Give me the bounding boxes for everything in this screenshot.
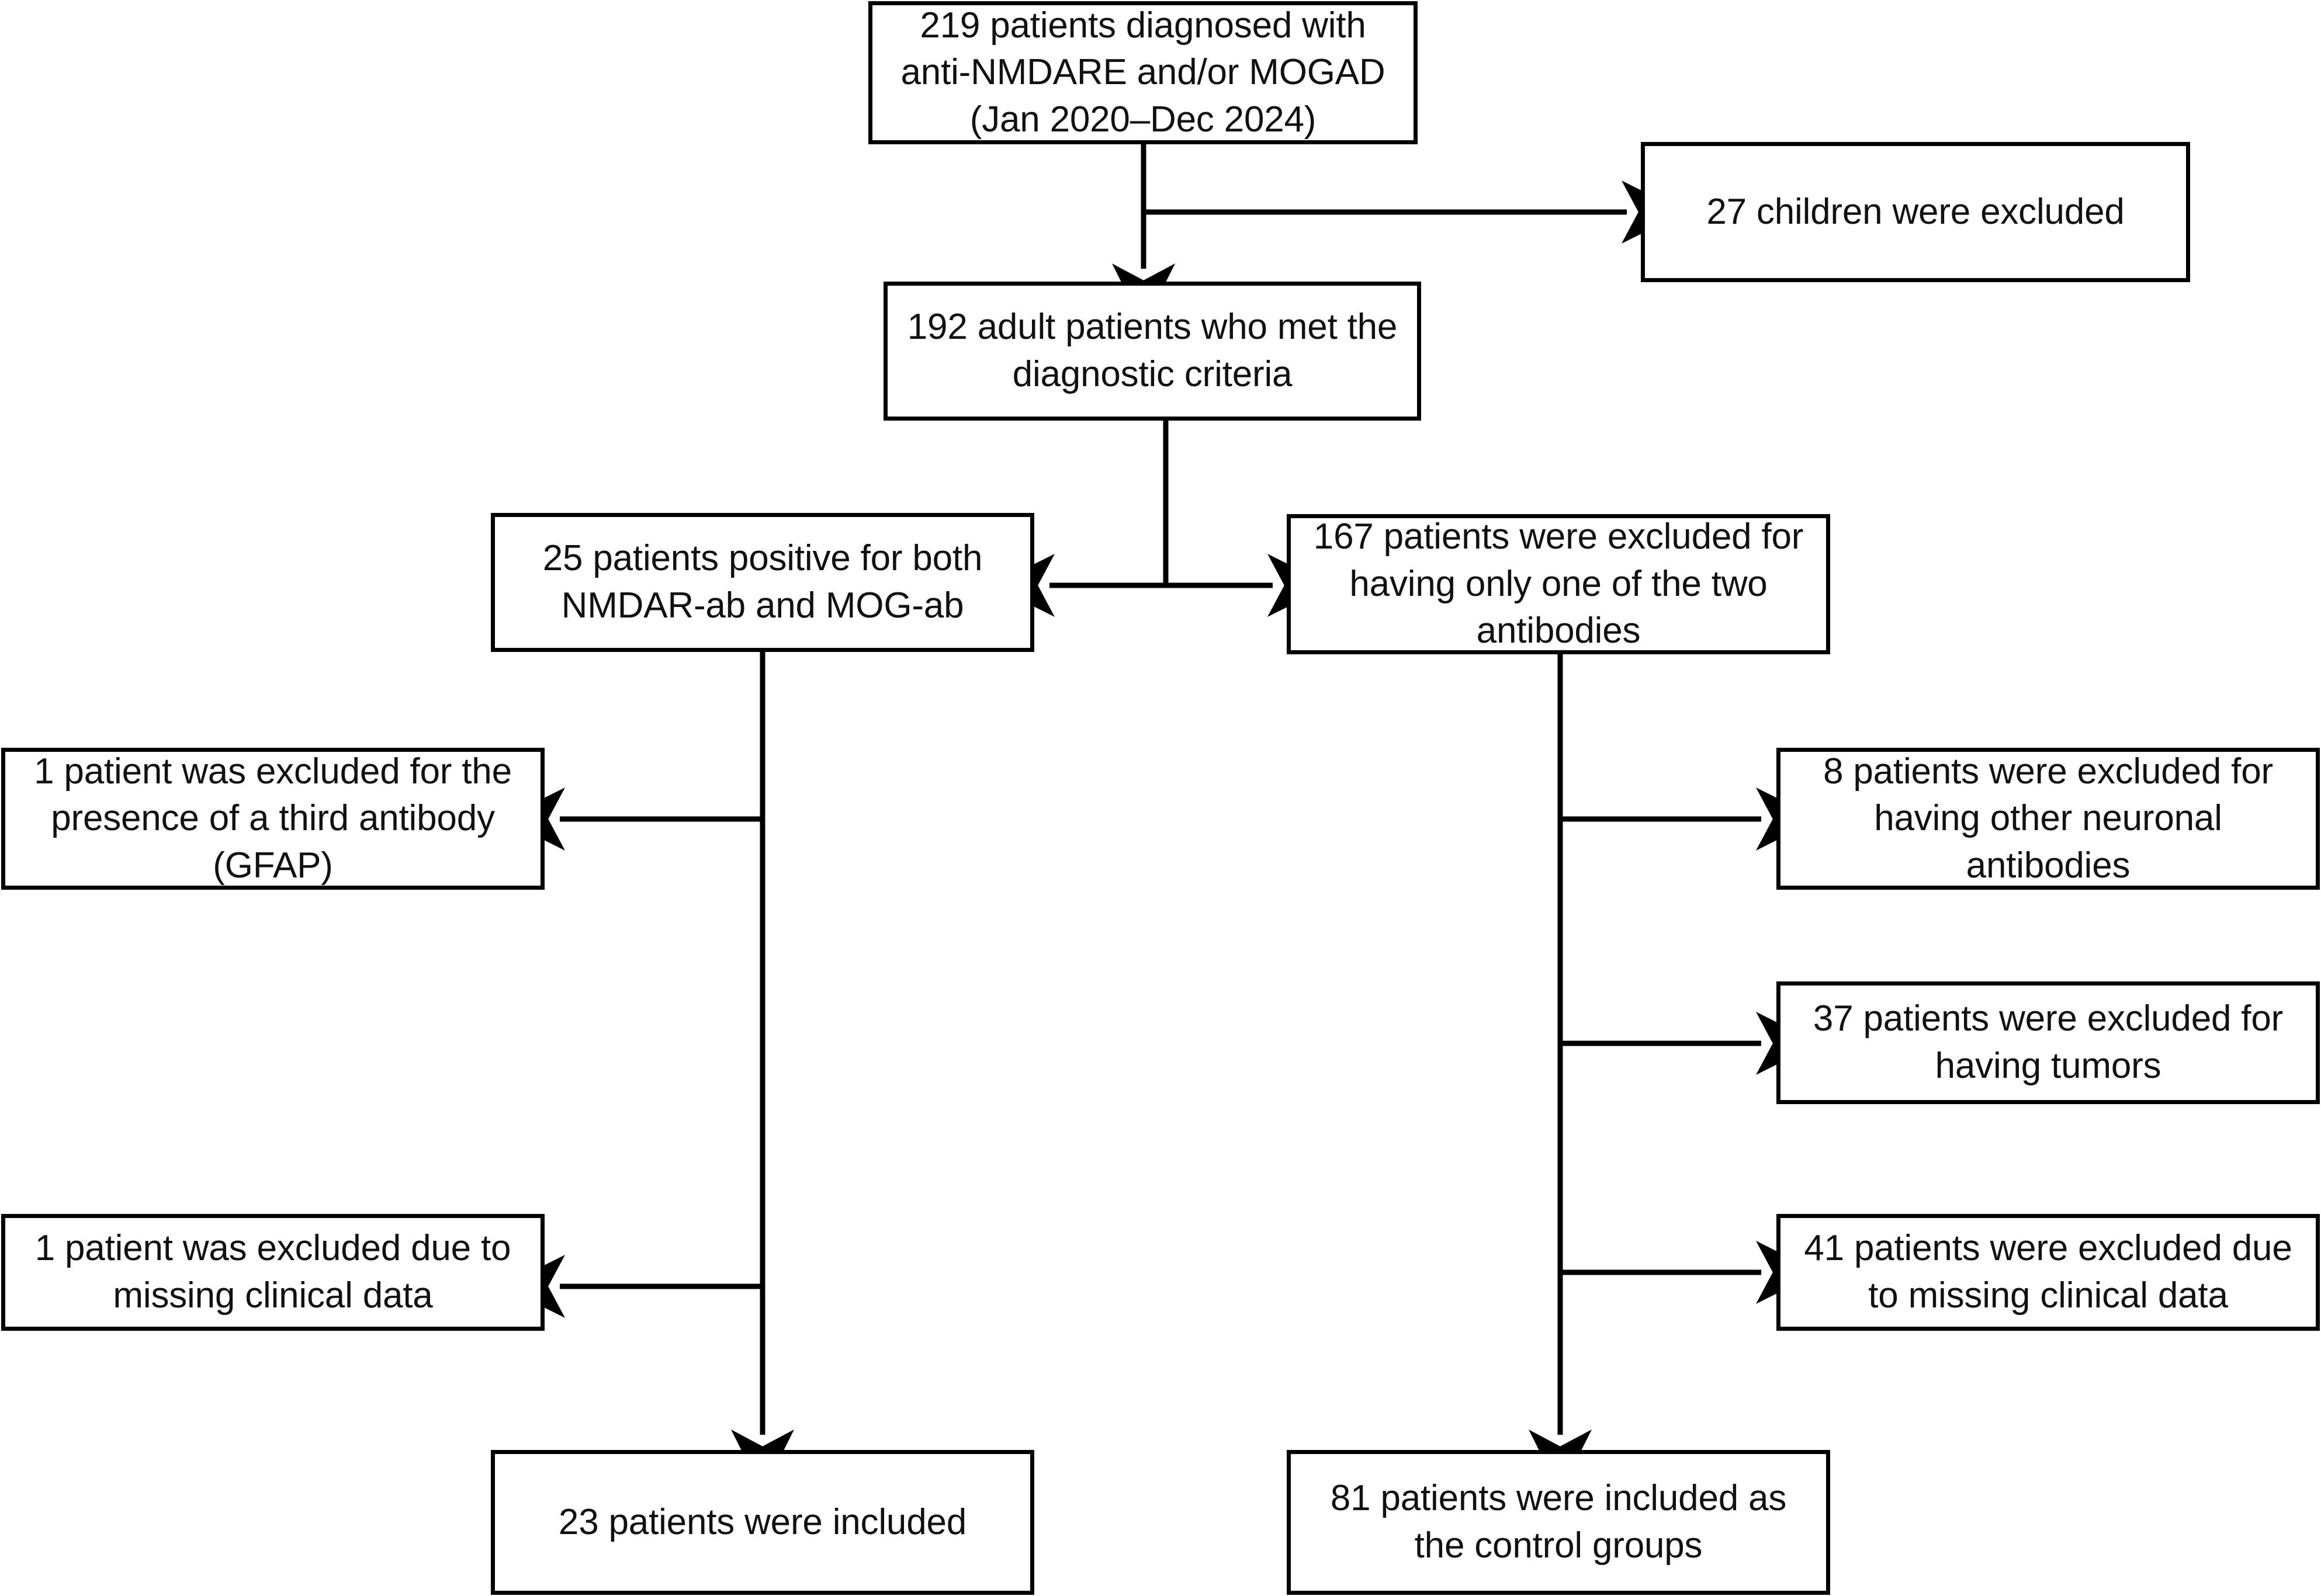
tumors-excluded-box-label: 37 patients were excluded for having tum… bbox=[1813, 998, 2284, 1086]
included-controls-box[interactable]: 81 patients were included as the control… bbox=[1287, 1450, 1830, 1595]
tumors-excluded-box[interactable]: 37 patients were excluded for having tum… bbox=[1776, 981, 2320, 1104]
single-antibody-excluded-box-label: 167 patients were excluded for having on… bbox=[1313, 516, 1804, 651]
included-patients-box-label: 23 patients were included bbox=[558, 1501, 967, 1542]
missing-clinical-data-excluded-box[interactable]: 1 patient was excluded due to missing cl… bbox=[1, 1214, 545, 1331]
missing-clinical-data-control-excluded-box[interactable]: 41 patients were excluded due to missing… bbox=[1776, 1214, 2320, 1331]
enrolled-box[interactable]: 219 patients diagnosed with anti-NMDARE … bbox=[868, 1, 1418, 144]
children-excluded-box-label: 27 children were excluded bbox=[1706, 191, 2125, 232]
missing-clinical-data-control-excluded-box-label: 41 patients were excluded due to missing… bbox=[1804, 1228, 2292, 1316]
missing-clinical-data-excluded-box-label: 1 patient was excluded due to missing cl… bbox=[34, 1228, 511, 1316]
included-patients-box[interactable]: 23 patients were included bbox=[491, 1450, 1034, 1595]
adult-patients-box-label: 192 adult patients who met the diagnosti… bbox=[907, 307, 1398, 394]
third-antibody-excluded-box[interactable]: 1 patient was excluded for the presence … bbox=[1, 748, 545, 890]
single-antibody-excluded-box[interactable]: 167 patients were excluded for having on… bbox=[1287, 514, 1830, 654]
third-antibody-excluded-box-label: 1 patient was excluded for the presence … bbox=[34, 751, 512, 886]
adult-patients-box[interactable]: 192 adult patients who met the diagnosti… bbox=[884, 282, 1421, 421]
children-excluded-box[interactable]: 27 children were excluded bbox=[1641, 142, 2190, 282]
enrolled-box-label: 219 patients diagnosed with anti-NMDARE … bbox=[900, 5, 1385, 140]
included-controls-box-label: 81 patients were included as the control… bbox=[1330, 1478, 1787, 1566]
double-positive-box-label: 25 patients positive for both NMDAR-ab a… bbox=[542, 538, 983, 626]
other-neuronal-antibodies-excluded-box-label: 8 patients were excluded for having othe… bbox=[1823, 751, 2273, 886]
other-neuronal-antibodies-excluded-box[interactable]: 8 patients were excluded for having othe… bbox=[1776, 748, 2320, 890]
double-positive-box[interactable]: 25 patients positive for both NMDAR-ab a… bbox=[491, 513, 1034, 652]
